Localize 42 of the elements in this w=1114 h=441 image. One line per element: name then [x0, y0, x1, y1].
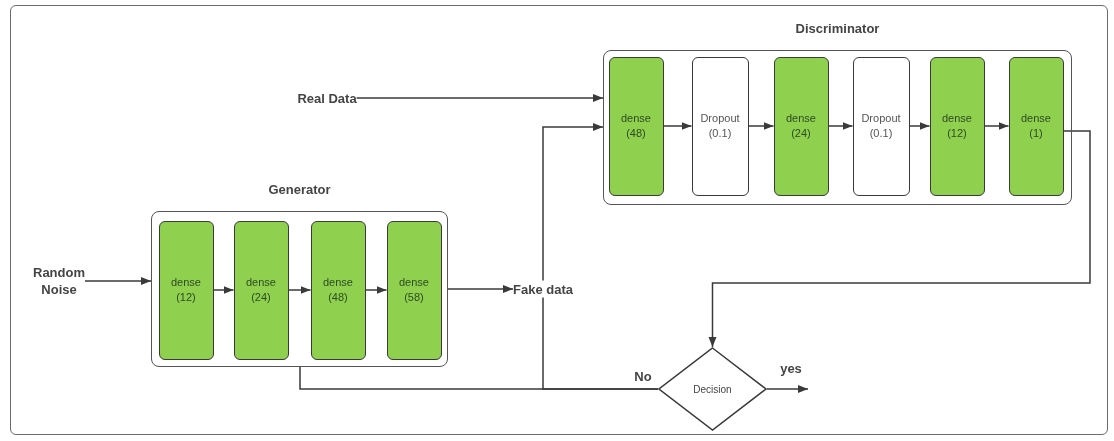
arrow: [708, 130, 1091, 348]
arrow: [447, 285, 514, 293]
layer-label: dense (24): [246, 275, 276, 305]
arrow: [908, 122, 931, 130]
layer-box: [233, 220, 289, 360]
layer-label: dense (48): [323, 275, 353, 305]
layer-label: dense (24): [786, 111, 816, 141]
layer-label: dense (58): [399, 275, 429, 305]
layer-label: dense (1): [1021, 111, 1051, 141]
layer-box: [1008, 56, 1064, 196]
layer-box: [691, 56, 749, 196]
arrow: [84, 277, 152, 285]
layer-box: [852, 56, 910, 196]
layer-label: Dropout (0.1): [861, 111, 901, 141]
layer-box: [310, 220, 366, 360]
arrow: [355, 94, 604, 102]
layer-label: dense (48): [621, 111, 651, 141]
arrow: [364, 286, 388, 294]
decision-label: Decision: [693, 383, 732, 395]
arrow: [827, 122, 854, 130]
arrow: [212, 286, 235, 294]
arrow: [662, 122, 693, 130]
connector-line: [542, 296, 659, 390]
layer-label: dense (12): [942, 111, 972, 141]
layer-box: [929, 56, 985, 196]
flow-label: Random Noise: [33, 264, 85, 298]
layer-box: [386, 220, 442, 360]
arrow: [766, 385, 809, 393]
decision-diamond: [658, 347, 767, 431]
group-title: Discriminator: [795, 21, 880, 36]
flow-label: Fake data: [513, 280, 573, 298]
arrow: [542, 123, 604, 282]
arrow: [747, 122, 775, 130]
arrow: [983, 122, 1010, 130]
layer-label: dense (12): [171, 275, 201, 305]
arrow: [287, 286, 312, 294]
layer-box: [158, 220, 214, 360]
group-title: Generator: [268, 182, 331, 197]
layer-label: Dropout (0.1): [700, 111, 740, 141]
layer-box: [608, 56, 664, 196]
flow-label: Real Data: [297, 89, 357, 107]
layer-box: [773, 56, 829, 196]
